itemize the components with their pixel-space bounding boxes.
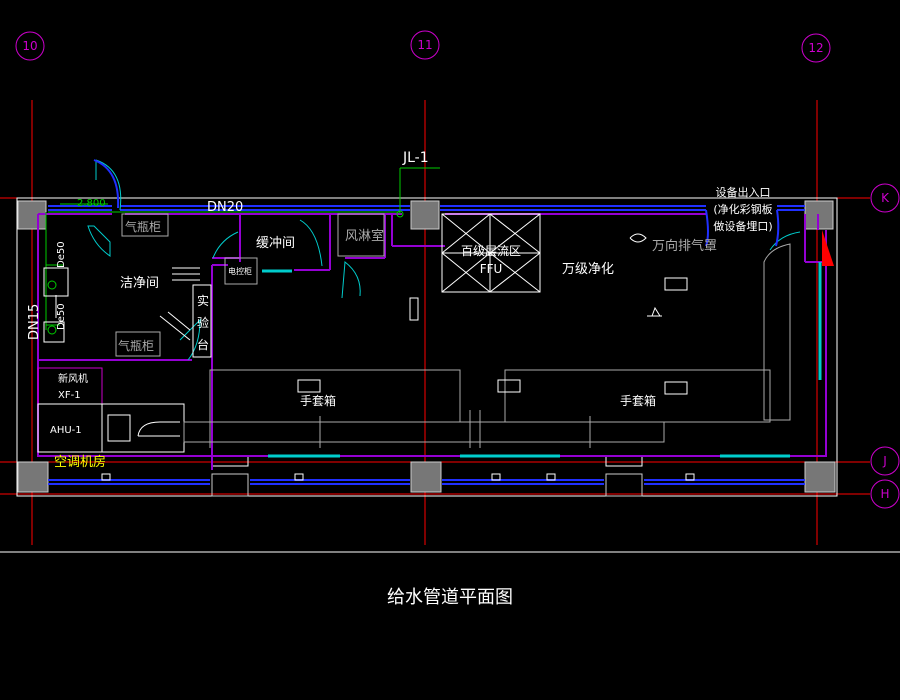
equipment-entrance-label-1: 设备出入口 [716, 185, 771, 199]
buffer-room-label: 缓冲间 [256, 236, 295, 251]
ffu-label: FFU [480, 262, 503, 276]
lab-bench-label-2: 验 [197, 315, 209, 330]
riser-label: JL-1 [402, 150, 429, 166]
gas-cabinet-top-label: 气瓶柜 [125, 219, 161, 234]
doors [87, 159, 801, 361]
main-dn-label: DN20 [207, 200, 243, 215]
window-marks [101, 455, 695, 481]
gas-cabinet-bottom-box [115, 331, 161, 357]
grid-label-k: K [881, 191, 890, 205]
equipment-entrance-label-2: (净化彩钢板 [713, 202, 772, 216]
lab-bench-box [192, 284, 212, 358]
ac-room-label: 空调机房 [54, 454, 106, 470]
water-pipes [45, 167, 440, 335]
grid-bubbles [15, 30, 900, 509]
grid-label-12: 12 [808, 41, 823, 55]
clean-room-label: 洁净间 [120, 276, 159, 291]
blue-walls [48, 205, 805, 485]
shower-room-label: 风淋室 [345, 228, 384, 244]
glovebox-right-label: 手套箱 [620, 393, 656, 408]
ahu1-label: AHU-1 [50, 425, 82, 436]
fume-hood-label: 万向排气罩 [652, 238, 717, 254]
gas-cabinet-bottom-label: 气瓶柜 [118, 338, 154, 353]
glovebox-left-label: 手套箱 [300, 393, 336, 408]
drawing-title: 给水管道平面图 [387, 587, 513, 608]
fresh-air-label: 新风机 [58, 372, 88, 385]
grid-bubble-11 [410, 30, 440, 60]
lab-bench-label-3: 台 [197, 337, 209, 352]
grid-bubble-j [870, 446, 900, 476]
cyan-openings [262, 262, 822, 458]
pilaster [605, 473, 643, 497]
column [804, 461, 836, 493]
xf1-label: XF-1 [58, 390, 81, 401]
gas-cabinet-top-box [121, 213, 169, 237]
de50-top-label: De50 [56, 241, 67, 268]
riser-node [396, 210, 404, 218]
grid-bubble-h [870, 479, 900, 509]
column [410, 461, 442, 493]
fixtures [43, 267, 69, 343]
grid-bubble-k [870, 183, 900, 213]
grid-label-h: H [880, 487, 889, 501]
equipment-entrance-label-3: 做设备埋口) [713, 219, 772, 233]
blue-door-arcs [93, 159, 780, 247]
small-cabinet-label: 电控柜 [228, 266, 252, 276]
columns [17, 200, 836, 497]
pilaster [211, 473, 249, 497]
branch-dn-label: DN15 [27, 304, 42, 340]
room-boxes [37, 367, 771, 453]
column [17, 461, 49, 493]
lab-bench-label-1: 实 [197, 293, 209, 308]
equipment-entrance-arrow [822, 230, 834, 266]
grid-label-11: 11 [417, 38, 432, 52]
grade100-label: 百级层流区 [461, 244, 521, 258]
grid-label-10: 10 [22, 39, 37, 53]
ducts [183, 410, 665, 448]
grid-label-j: J [882, 454, 887, 468]
grade10000-label: 万级净化 [562, 262, 614, 277]
grid-bubble-12 [801, 33, 831, 63]
equipment-outlines [37, 213, 791, 453]
elevation-label: 2.800 [77, 198, 106, 209]
de50-mid-label: De50 [56, 303, 67, 330]
column [410, 200, 440, 230]
grid-bubble-10 [15, 31, 45, 61]
outer-boundary [0, 197, 900, 553]
